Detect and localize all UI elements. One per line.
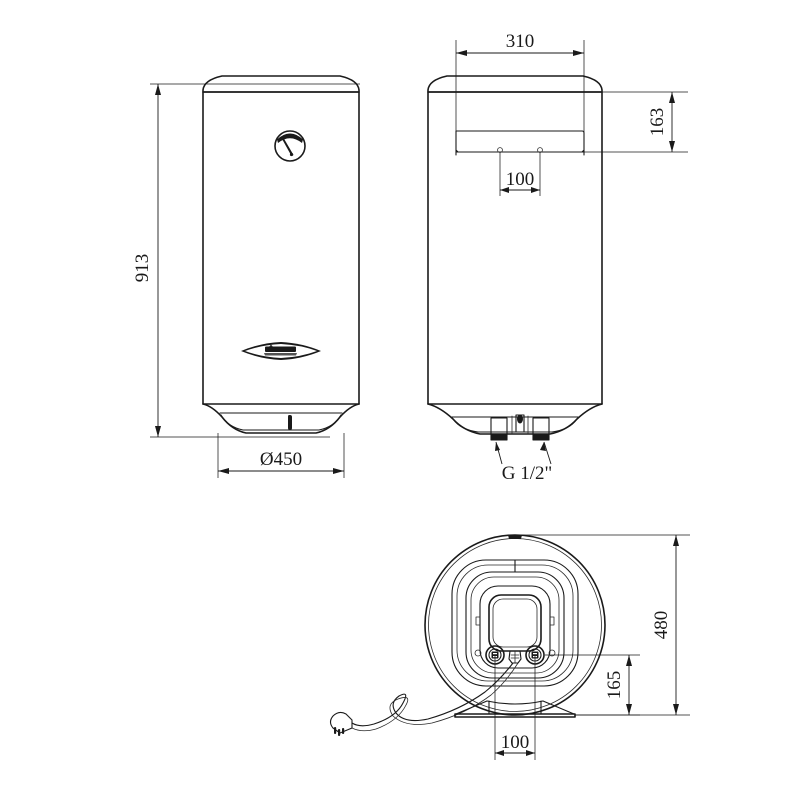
indicator-slot	[288, 415, 292, 430]
dimension-913-label: 913	[132, 254, 153, 283]
side-bottom-cover	[427, 403, 603, 435]
bottom-view: 480 165 100	[329, 534, 690, 760]
dimension-480-label: 480	[651, 611, 672, 640]
dimension-165-label: 165	[604, 671, 625, 700]
support-stand	[454, 700, 576, 718]
dimension-310-label: 310	[506, 31, 535, 52]
brand-logo-badge	[241, 342, 321, 360]
dimension-100-side-label: 100	[506, 169, 535, 190]
dimension-100-bottom-label: 100	[501, 732, 530, 753]
thread-label: G 1/2"	[502, 463, 553, 484]
dimension-100-side: 100	[499, 152, 541, 196]
dimension-163-label: 163	[647, 108, 668, 137]
side-body	[427, 91, 603, 405]
side-view: G 1/2" 310 163	[427, 31, 688, 484]
water-connection-ports-side	[490, 414, 550, 441]
dimension-450: Ø450	[217, 433, 345, 478]
ring-outer-2	[456, 564, 574, 682]
front-top-cap	[202, 75, 360, 93]
thread-label-leaders: G 1/2"	[495, 441, 553, 484]
cable-gland	[508, 650, 522, 664]
power-cable	[351, 662, 514, 727]
ring-middle-2	[470, 576, 560, 674]
front-bottom-cover-edge	[220, 414, 342, 431]
dimension-100-bottom: 100	[494, 655, 536, 760]
side-bottom-cover-edge	[452, 418, 578, 433]
wall-mount-bracket	[455, 130, 585, 156]
front-bottom-cover	[202, 403, 360, 434]
power-plug	[329, 711, 353, 736]
power-cable-2	[351, 662, 519, 732]
side-top-cap	[427, 75, 603, 93]
dimension-310: 310	[455, 31, 585, 133]
top-nub	[508, 535, 522, 539]
dimension-913: 913	[132, 83, 360, 438]
dimension-450-label: Ø450	[260, 449, 302, 470]
dimension-163: 163	[560, 91, 688, 153]
front-view: 913 Ø450	[132, 75, 360, 478]
center-access-panel-inner	[492, 598, 538, 648]
center-access-panel	[488, 594, 542, 652]
thermometer-dial	[274, 130, 306, 162]
dimension-165: 165	[545, 654, 640, 716]
